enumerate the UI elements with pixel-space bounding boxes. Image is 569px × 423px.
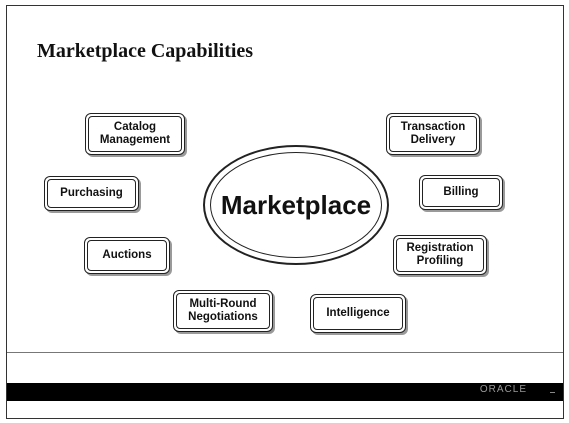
auctions-label: Auctions [102, 249, 152, 262]
footer-divider [7, 352, 563, 353]
footer-mark [550, 392, 555, 393]
purchasing-box: Purchasing [44, 176, 139, 211]
footer-bar: ORACLE [7, 383, 563, 401]
multi-round-negotiations-box: Multi-Round Negotiations [173, 290, 273, 332]
marketplace-ellipse: Marketplace [203, 145, 389, 265]
registration-profiling-box: Registration Profiling [393, 235, 487, 275]
transaction-delivery-box: Transaction Delivery [386, 113, 480, 155]
marketplace-label: Marketplace [220, 189, 372, 220]
multi-round-negotiations-label: Multi-Round Negotiations [188, 298, 258, 323]
catalog-management-box: Catalog Management [85, 113, 185, 155]
catalog-management-label: Catalog Management [99, 121, 171, 146]
billing-box: Billing [419, 175, 503, 210]
transaction-delivery-label: Transaction Delivery [400, 121, 466, 146]
billing-label: Billing [443, 186, 479, 199]
purchasing-label: Purchasing [60, 187, 123, 200]
registration-profiling-label: Registration Profiling [406, 242, 474, 267]
intelligence-label: Intelligence [326, 307, 390, 320]
oracle-logo: ORACLE [479, 384, 527, 395]
intelligence-box: Intelligence [310, 294, 406, 333]
slide: Marketplace Capabilities Catalog Managem… [6, 5, 564, 419]
auctions-box: Auctions [84, 237, 170, 274]
slide-title: Marketplace Capabilities [37, 40, 254, 62]
